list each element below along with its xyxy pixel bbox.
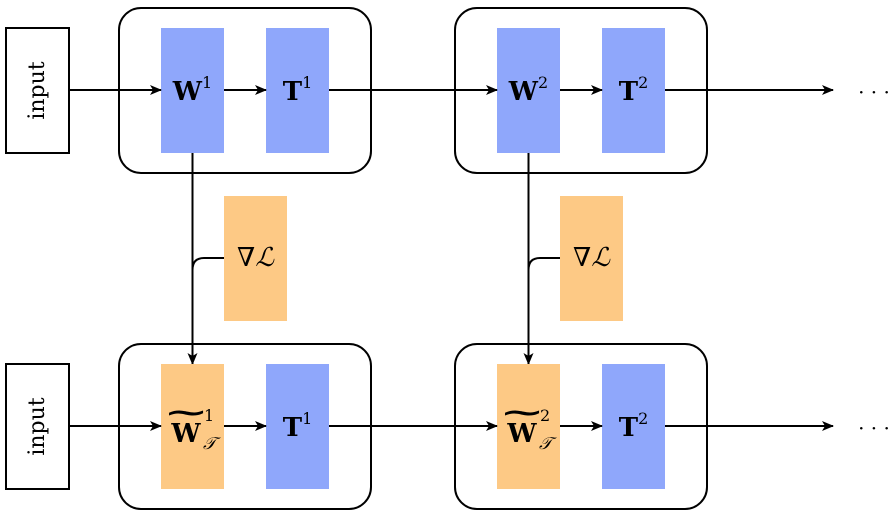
svg-text:∇ℒ: ∇ℒ xyxy=(573,243,611,273)
top-w2-block: W2 xyxy=(497,28,560,153)
bottom-w1-tilde-block: ~ W 1 𝒯 xyxy=(161,364,224,489)
top-w1-block: W1 xyxy=(161,28,224,153)
bottom-t2-base: T xyxy=(619,413,639,443)
svg-text:W: W xyxy=(506,419,537,449)
bottom-t2-block: T2 xyxy=(602,364,665,489)
svg-text:W: W xyxy=(170,419,201,449)
bottom-w2-base: W xyxy=(506,419,537,449)
svg-text:T1: T1 xyxy=(283,409,313,443)
svg-text:∇ℒ: ∇ℒ xyxy=(237,243,275,273)
bottom-ellipsis: · · · xyxy=(858,416,890,440)
bottom-t1-base: T xyxy=(283,413,303,443)
gradient2-nabla: ∇ xyxy=(573,243,591,273)
top-ellipsis: · · · xyxy=(858,80,890,104)
top-t1-base: T xyxy=(283,77,303,107)
gradient-connector-2 xyxy=(527,257,560,271)
bottom-w1-base: W xyxy=(170,419,201,449)
bottom-w2-sup: 2 xyxy=(540,406,550,425)
top-w1-sup: 1 xyxy=(202,73,212,92)
top-input-box: input xyxy=(5,27,70,154)
svg-text:T1: T1 xyxy=(283,73,313,107)
svg-text:W1: W1 xyxy=(172,73,212,107)
top-t2-base: T xyxy=(619,77,639,107)
bottom-input-label: input xyxy=(25,397,50,455)
bottom-t1-block: T1 xyxy=(266,364,329,489)
gradient1-nabla: ∇ xyxy=(237,243,255,273)
gradient1-loss: ℒ xyxy=(255,243,275,273)
bottom-w1-sup: 1 xyxy=(204,406,214,425)
svg-text:T2: T2 xyxy=(619,409,649,443)
top-t1-sup: 1 xyxy=(302,73,312,92)
top-w2-base: W xyxy=(508,77,539,107)
top-t2-block: T2 xyxy=(602,28,665,153)
top-t2-sup: 2 xyxy=(638,73,648,92)
top-w2-sup: 2 xyxy=(538,73,548,92)
bottom-w2-tilde-block: ~ W 2 𝒯 xyxy=(497,364,560,489)
bottom-t1-sup: 1 xyxy=(302,409,312,428)
bottom-w1-tilde: ~ xyxy=(163,397,209,429)
gradient2-loss: ℒ xyxy=(591,243,611,273)
bottom-w2-tilde: ~ xyxy=(499,397,545,429)
svg-text:W2: W2 xyxy=(508,73,548,107)
gradient-block-1: ∇ℒ xyxy=(224,196,287,321)
svg-text:T2: T2 xyxy=(619,73,649,107)
gradient-connector-1 xyxy=(191,257,224,271)
bottom-input-box: input xyxy=(5,363,70,490)
bottom-t2-sup: 2 xyxy=(638,409,648,428)
top-t1-block: T1 xyxy=(266,28,329,153)
gradient-block-2: ∇ℒ xyxy=(560,196,623,321)
top-input-label: input xyxy=(25,61,50,119)
top-w1-base: W xyxy=(172,77,203,107)
